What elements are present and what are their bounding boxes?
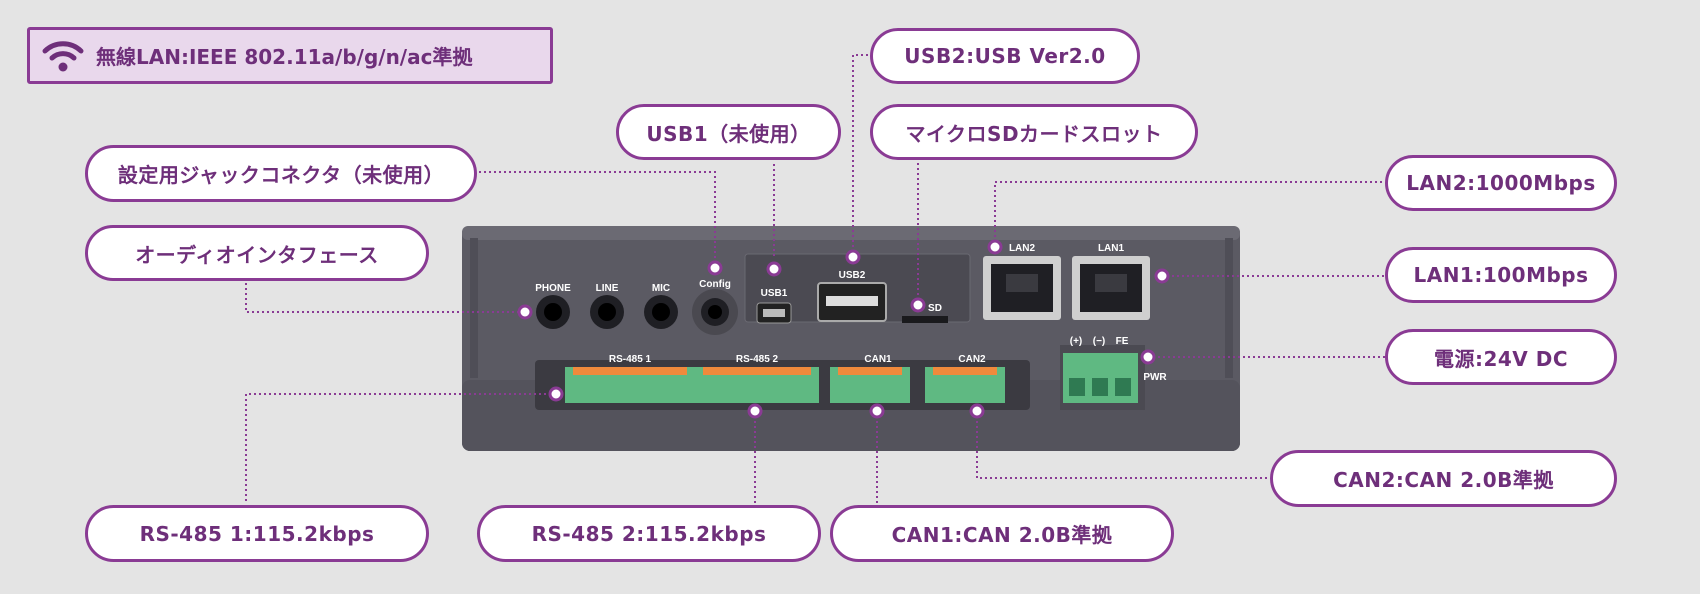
callout-dot-sd	[910, 297, 926, 313]
lan1-callout: LAN1:100Mbps	[1385, 247, 1617, 303]
callout-dot-config	[707, 260, 723, 276]
power-callout: 電源:24V DC	[1385, 329, 1617, 385]
callout-dot-usb2	[845, 249, 861, 265]
wifi-icon	[42, 40, 84, 71]
usb1-port-label: USB1	[761, 288, 788, 299]
callout-dot-power	[1140, 349, 1156, 365]
wifi-spec-label: 無線LAN:IEEE 802.11a/b/g/n/ac準拠	[27, 27, 553, 84]
can1-terminal	[830, 367, 910, 403]
rs485-2-terminal	[695, 367, 819, 403]
audio-jacks	[536, 289, 738, 335]
callout-dot-rs485-2	[747, 403, 763, 419]
phone-port-label: PHONE	[535, 283, 571, 294]
lan1-port	[1072, 256, 1150, 320]
microsd-callout: マイクロSDカードスロット	[870, 104, 1198, 160]
lan1-port-label: LAN1	[1098, 243, 1125, 254]
power-plus-label: (+)	[1070, 336, 1083, 347]
rs485-2-callout: RS-485 2:115.2kbps	[477, 505, 821, 562]
callout-dot-rs485-1	[548, 386, 564, 402]
wifi-spec-text: 無線LAN:IEEE 802.11a/b/g/n/ac準拠	[96, 45, 473, 69]
power-terminal	[1063, 353, 1138, 403]
rs485-1-callout: RS-485 1:115.2kbps	[85, 505, 429, 562]
line-port-label: LINE	[596, 283, 619, 294]
usb2-port-label: USB2	[839, 270, 866, 281]
lan2-port	[983, 256, 1061, 320]
rs485-2-terminal-label: RS-485 2	[736, 354, 779, 365]
callout-dot-lan2	[987, 239, 1003, 255]
can1-terminal-label: CAN1	[864, 354, 892, 365]
audio-callout: オーディオインタフェース	[85, 225, 429, 281]
power-fe-label: FE	[1116, 336, 1129, 347]
callout-dot-can2	[969, 403, 985, 419]
callout-dot-lan1	[1154, 268, 1170, 284]
power-minus-label: (−)	[1093, 336, 1106, 347]
config-port-label: Config	[699, 279, 731, 290]
lan2-port-label: LAN2	[1009, 243, 1036, 254]
sd-slot	[902, 316, 948, 323]
usb1-callout: USB1（未使用）	[616, 104, 841, 160]
rs485-1-terminal-label: RS-485 1	[609, 354, 652, 365]
callout-dot-audio	[517, 304, 533, 320]
rs485-1-terminal	[565, 367, 695, 403]
config-jack-callout: 設定用ジャックコネクタ（未使用）	[85, 145, 477, 202]
usb2-callout: USB2:USB Ver2.0	[870, 28, 1140, 84]
can1-callout: CAN1:CAN 2.0B準拠	[830, 505, 1174, 562]
sd-slot-label: SD	[928, 303, 942, 314]
callout-dot-can1	[869, 403, 885, 419]
can2-terminal	[925, 367, 1005, 403]
can2-terminal-label: CAN2	[958, 354, 986, 365]
power-pwr-label: PWR	[1143, 372, 1167, 383]
callout-dot-usb1	[766, 261, 782, 277]
can2-callout: CAN2:CAN 2.0B準拠	[1270, 450, 1617, 507]
mic-port-label: MIC	[652, 283, 670, 294]
lan2-callout: LAN2:1000Mbps	[1385, 155, 1617, 211]
